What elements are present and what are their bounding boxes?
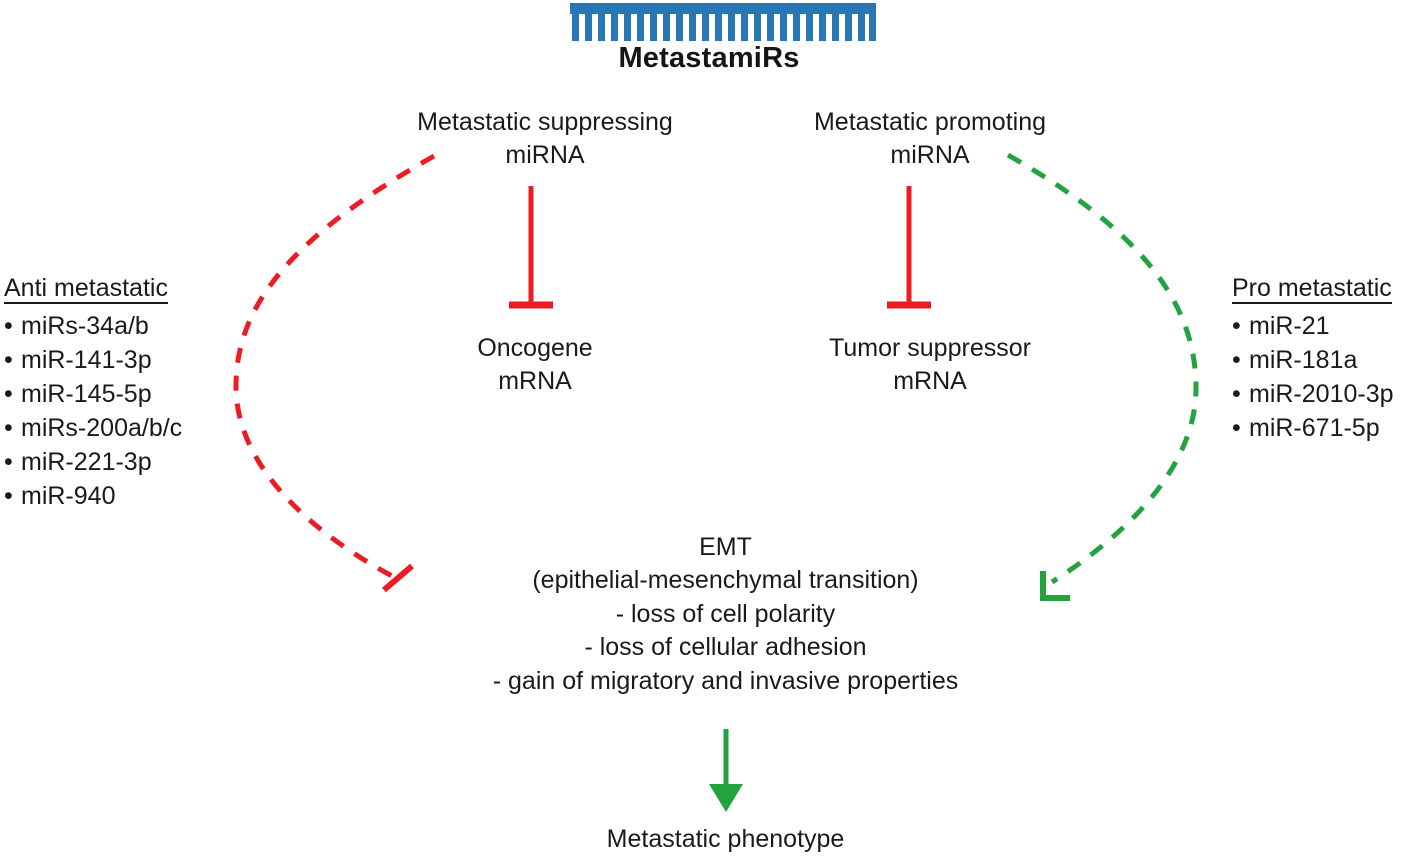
bullet-icon: • — [4, 346, 13, 374]
bullet-icon: • — [1232, 380, 1241, 408]
node-line: - loss of cellular adhesion — [584, 633, 867, 662]
node-line: - gain of migratory and invasive propert… — [492, 666, 959, 695]
node-line: Tumor suppressor — [829, 334, 1031, 362]
list-item: • miRs-34a/b — [4, 314, 182, 339]
node-emt: EMT (epithelial-mesenchymal transition) … — [353, 531, 1098, 698]
list-item: • miR-940 — [4, 484, 182, 509]
mirna-comb-icon — [570, 3, 876, 41]
node-line: - loss of cell polarity — [615, 599, 836, 628]
list-item: • miR-2010-3p — [1232, 382, 1394, 407]
list-item-label: miR-181a — [1249, 346, 1358, 374]
node-line: (epithelial-mesenchymal transition) — [532, 566, 919, 595]
anti-metastatic-heading: Anti metastatic — [4, 274, 168, 304]
pro-metastatic-heading: Pro metastatic — [1232, 274, 1392, 304]
list-item-label: miRs-34a/b — [21, 312, 149, 340]
node-line: EMT — [699, 533, 752, 561]
bullet-icon: • — [1232, 414, 1241, 442]
list-item: • miR-141-3p — [4, 348, 182, 373]
list-item-label: miR-141-3p — [21, 346, 152, 374]
bullet-icon: • — [4, 414, 13, 442]
node-metastatic-promoting-mirna: Metastatic promoting miRNA — [740, 106, 1120, 171]
promotion-arrow-emt-phenotype — [709, 729, 743, 812]
list-item: • miR-671-5p — [1232, 416, 1394, 441]
list-item-label: miR-2010-3p — [1249, 380, 1394, 408]
list-item: • miR-221-3p — [4, 450, 182, 475]
bullet-icon: • — [4, 448, 13, 476]
node-line: Oncogene — [477, 334, 593, 362]
page-title: MetastamiRs — [618, 42, 800, 74]
pro-metastatic-items: • miR-21 • miR-181a • miR-2010-3p • miR-671-… — [1232, 314, 1394, 441]
list-item-label: miR-221-3p — [21, 448, 152, 476]
node-line: miRNA — [505, 140, 585, 169]
list-item-label: miR-671-5p — [1249, 414, 1380, 442]
inhibition-bar-promoting-tumorsuppressor — [887, 186, 931, 309]
bullet-icon: • — [1232, 346, 1241, 374]
list-item: • miR-145-5p — [4, 382, 182, 407]
node-metastatic-suppressing-mirna: Metastatic suppressing miRNA — [355, 106, 735, 171]
bullet-icon: • — [1232, 312, 1241, 340]
node-line: Metastatic promoting — [813, 108, 1047, 136]
pro-metastatic-list: Pro metastatic • miR-21 • miR-181a • miR-20… — [1232, 276, 1394, 450]
node-line: Metastatic suppressing — [417, 108, 673, 136]
bullet-icon: • — [4, 380, 13, 408]
node-oncogene-mrna: Oncogene mRNA — [355, 332, 715, 397]
list-item: • miRs-200a/b/c — [4, 416, 182, 441]
list-item-label: miR-940 — [21, 482, 116, 510]
list-item-label: miR-21 — [1249, 312, 1330, 340]
list-item-label: miRs-200a/b/c — [21, 414, 183, 442]
list-item-label: miR-145-5p — [21, 380, 152, 408]
node-line: Metastatic phenotype — [606, 825, 845, 853]
node-tumor-suppressor-mrna: Tumor suppressor mRNA — [740, 332, 1120, 397]
anti-metastatic-list: Anti metastatic • miRs-34a/b • miR-141-3p … — [4, 276, 182, 518]
bullet-icon: • — [4, 482, 13, 510]
node-line: mRNA — [893, 366, 967, 395]
list-item: • miR-21 — [1232, 314, 1394, 339]
anti-metastatic-items: • miRs-34a/b • miR-141-3p • miR-145-5p • miR… — [4, 314, 182, 509]
inhibition-bar-suppressing-oncogene — [509, 186, 553, 309]
bullet-icon: • — [4, 312, 13, 340]
node-line: mRNA — [498, 366, 572, 395]
list-item: • miR-181a — [1232, 348, 1394, 373]
node-line: miRNA — [890, 140, 970, 169]
node-metastatic-phenotype: Metastatic phenotype — [353, 823, 1098, 856]
